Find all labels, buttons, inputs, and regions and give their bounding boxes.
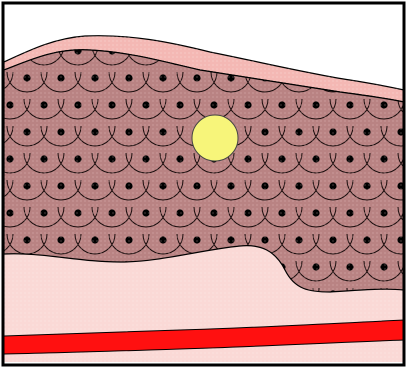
highlighted-cell-icon	[192, 115, 238, 161]
